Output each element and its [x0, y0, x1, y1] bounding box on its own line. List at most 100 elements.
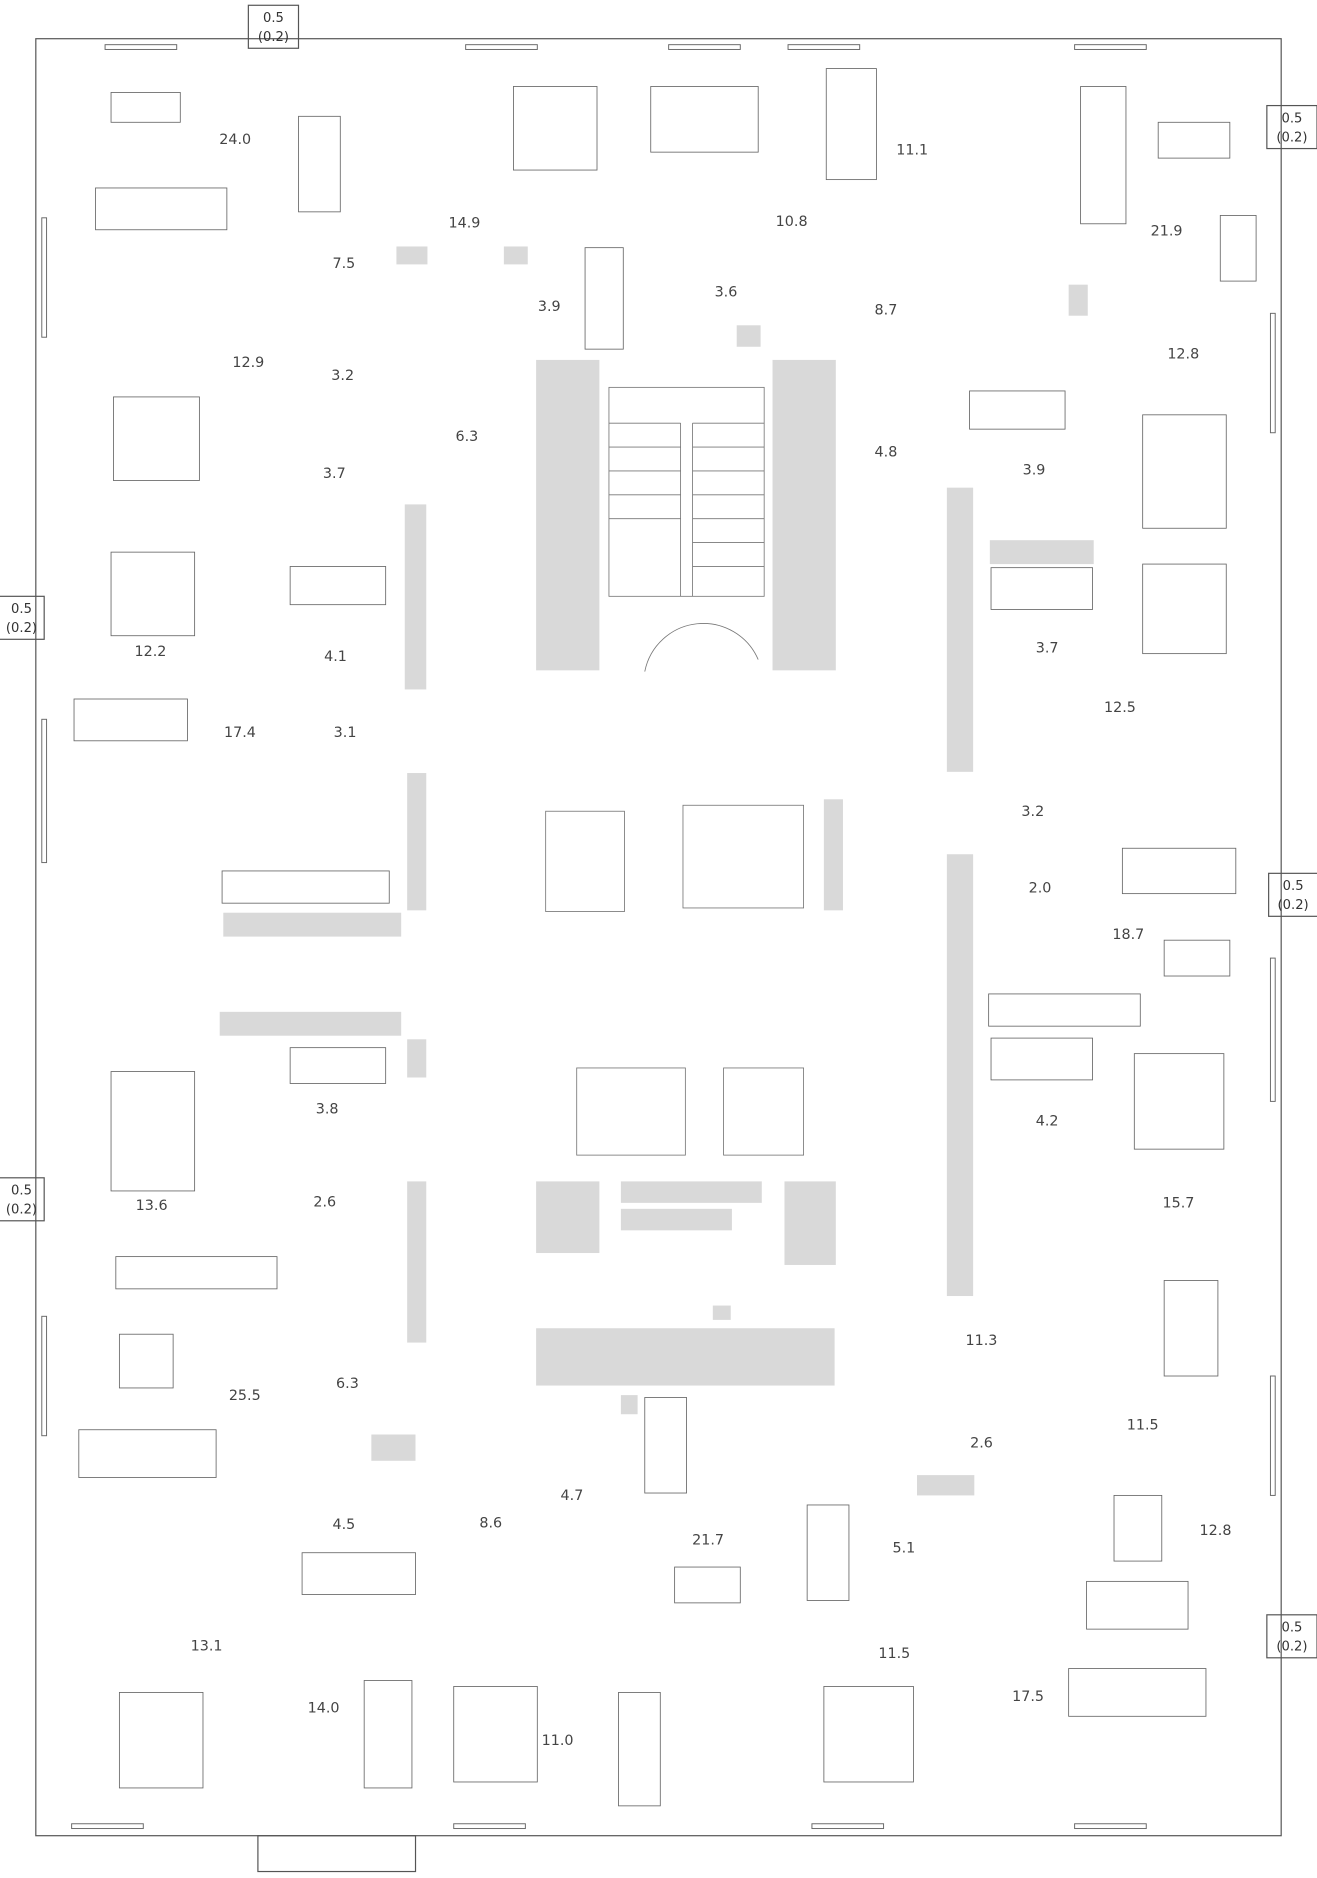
window: [1269, 312, 1276, 434]
room-area: 3.7: [323, 466, 346, 482]
room-area: 2.6: [313, 1194, 336, 1210]
room-area-labels: 24.07.514.93.93.610.811.18.721.912.812.9…: [135, 132, 1232, 1749]
room-area: 3.2: [331, 368, 354, 384]
column: [536, 1181, 600, 1254]
column: [536, 359, 600, 671]
furniture: [73, 68, 1257, 1807]
furniture-item: [584, 247, 624, 350]
furniture-item: [110, 1071, 196, 1192]
balcony-label: 0.5 (0.2): [1266, 1614, 1317, 1659]
column: [946, 487, 974, 772]
furniture-item: [990, 567, 1093, 610]
furniture-item: [1086, 1580, 1189, 1630]
window: [1269, 1375, 1276, 1496]
furniture-item: [110, 551, 196, 637]
room-area: 18.7: [1112, 927, 1144, 943]
column: [503, 246, 528, 265]
furniture-item: [1121, 847, 1237, 895]
window: [104, 44, 178, 50]
structural-columns: [219, 246, 1094, 1496]
furniture-item: [221, 870, 390, 904]
furniture-item: [618, 1692, 661, 1807]
room-area: 8.6: [479, 1516, 502, 1532]
room-area: 11.0: [542, 1733, 574, 1749]
furniture-item: [1157, 121, 1231, 159]
room-area: 14.0: [308, 1701, 340, 1717]
furniture-item: [298, 115, 341, 213]
window: [787, 44, 861, 50]
window: [811, 1823, 885, 1830]
column: [823, 799, 843, 911]
furniture-item: [110, 92, 181, 123]
window: [1074, 44, 1147, 50]
room-area: 12.2: [135, 644, 167, 660]
column: [223, 912, 402, 937]
room-area: 25.5: [229, 1388, 261, 1404]
room-area: 2.6: [970, 1436, 993, 1452]
column: [536, 1328, 835, 1386]
column: [989, 540, 1094, 565]
furniture-item: [1142, 563, 1227, 655]
balcony-labels: 0.5(0.2)0.5(0.2)0.5(0.2)0.5(0.2)0.5(0.2)…: [0, 4, 1317, 1659]
room-area: 3.9: [538, 299, 561, 315]
windows: [41, 44, 1276, 1830]
furniture-item: [1163, 939, 1231, 977]
column: [620, 1395, 638, 1415]
furniture-item: [650, 86, 759, 153]
room-area: 13.6: [136, 1198, 168, 1214]
furniture-item: [113, 396, 200, 481]
room-area: 12.8: [1200, 1523, 1232, 1539]
room-area: 5.1: [892, 1541, 915, 1557]
window: [453, 1823, 526, 1830]
column: [407, 773, 427, 911]
column: [371, 1434, 416, 1461]
furniture-item: [1142, 414, 1227, 529]
column: [946, 854, 974, 1297]
window: [1074, 1823, 1147, 1830]
furniture-item: [363, 1680, 413, 1789]
stairwell: [608, 386, 765, 672]
balcony-area: 0.5: [1281, 1621, 1302, 1636]
room-area: 3.7: [1036, 640, 1059, 656]
furniture-item: [115, 1256, 278, 1290]
furniture-item: [289, 566, 387, 606]
balcony-area: 0.5: [1283, 879, 1304, 894]
column: [620, 1208, 732, 1231]
window: [465, 44, 538, 50]
furniture-item: [1113, 1494, 1163, 1562]
furniture-item: [289, 1047, 387, 1084]
furniture-item: [95, 187, 228, 231]
room-area: 11.5: [878, 1646, 910, 1662]
room-area: 21.7: [692, 1532, 724, 1548]
room-area: 11.5: [1127, 1418, 1159, 1434]
window: [41, 718, 48, 864]
balcony-label: 0.5(0.2): [0, 1177, 45, 1222]
room-area: 24.0: [219, 132, 251, 148]
room-area: 11.1: [896, 143, 928, 159]
room-area: 8.7: [875, 303, 898, 319]
balcony-label: 0.5(0.2): [0, 595, 45, 640]
room-area: 4.8: [875, 445, 898, 461]
window: [71, 1823, 144, 1830]
outer-walls: [35, 38, 1282, 1873]
balcony-label: 0.5(0.2): [247, 4, 300, 49]
balcony-reduced-area: (0.2): [1276, 1640, 1307, 1655]
room-area: 4.2: [1036, 1113, 1059, 1129]
column: [404, 504, 427, 690]
column: [917, 1475, 975, 1496]
balcony-reduced-area: (0.2): [1278, 898, 1309, 913]
column: [736, 325, 761, 347]
furniture-item: [988, 993, 1141, 1027]
room-area: 4.5: [332, 1517, 355, 1533]
room-area: 12.9: [232, 355, 264, 371]
room-area: 3.1: [334, 725, 357, 741]
room-area: 7.5: [332, 256, 355, 272]
room-area: 3.2: [1021, 804, 1044, 820]
room-area: 12.5: [1104, 700, 1136, 716]
furniture-item: [453, 1686, 538, 1783]
column: [620, 1181, 762, 1203]
column: [712, 1305, 731, 1320]
room-area: 14.9: [449, 215, 481, 231]
furniture-item: [73, 698, 188, 742]
